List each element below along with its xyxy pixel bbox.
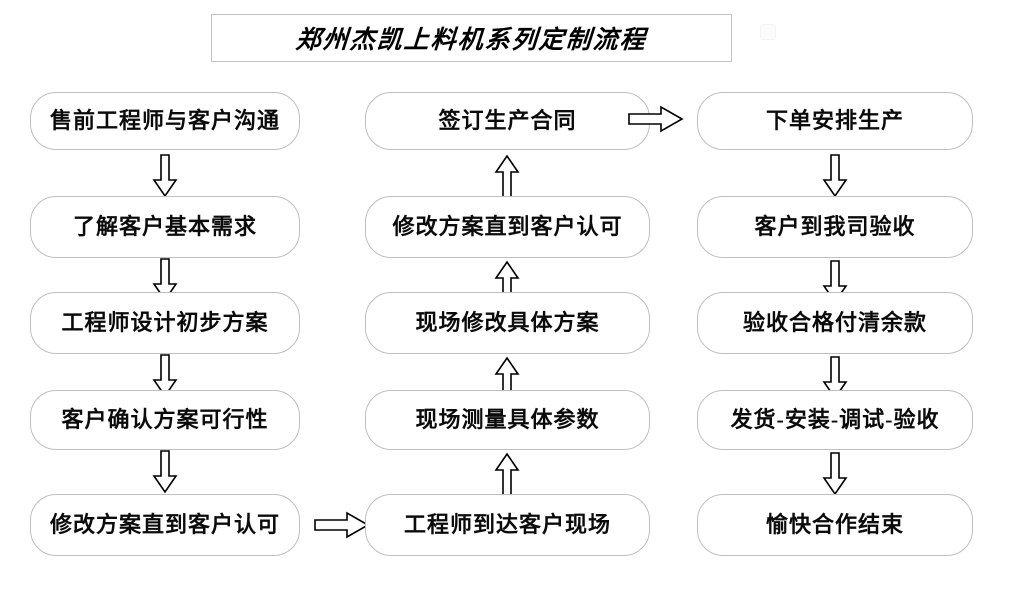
- node-c2-n2[interactable]: 修改方案直到客户认可: [365, 196, 650, 258]
- arrow-up-hollow-icon: [494, 452, 520, 496]
- node-label: 下单安排生产: [765, 108, 904, 133]
- node-c2-n5[interactable]: 工程师到达客户现场: [365, 494, 650, 556]
- node-c1-n2[interactable]: 了解客户基本需求: [30, 196, 300, 258]
- diagram-title-box: 郑州杰凯上料机系列定制流程: [211, 14, 732, 62]
- arrow-down-hollow-icon: [822, 452, 848, 496]
- node-c3-n2[interactable]: 客户到我司验收: [697, 196, 973, 258]
- node-label: 修改方案直到客户认可: [49, 512, 280, 537]
- node-label: 修改方案直到客户认可: [392, 214, 623, 239]
- arrow-down-hollow-icon: [822, 154, 848, 198]
- node-label: 签订生产合同: [438, 108, 577, 133]
- node-c2-n1[interactable]: 签订生产合同: [365, 92, 650, 150]
- node-label: 验收合格付清余款: [742, 310, 927, 335]
- node-label: 了解客户基本需求: [72, 214, 257, 239]
- arrow-right-hollow-icon: [314, 511, 370, 539]
- node-label: 客户确认方案可行性: [61, 407, 269, 432]
- node-label: 客户到我司验收: [754, 214, 916, 239]
- node-c1-n3[interactable]: 工程师设计初步方案: [30, 292, 300, 354]
- node-label: 愉快合作结束: [765, 512, 904, 537]
- arrow-up-hollow-icon: [494, 154, 520, 198]
- node-c1-n5[interactable]: 修改方案直到客户认可: [30, 494, 300, 556]
- node-label: 现场修改具体方案: [415, 310, 600, 335]
- node-c3-n4[interactable]: 发货-安装-调试-验收: [697, 390, 973, 450]
- node-label: 工程师到达客户现场: [403, 512, 611, 537]
- node-label: 工程师设计初步方案: [61, 310, 269, 335]
- arrow-down-hollow-icon: [152, 154, 178, 198]
- node-label: 售前工程师与客户沟通: [49, 108, 280, 133]
- node-c3-n5[interactable]: 愉快合作结束: [697, 494, 973, 556]
- node-c2-n3[interactable]: 现场修改具体方案: [365, 292, 650, 354]
- node-c1-n4[interactable]: 客户确认方案可行性: [30, 390, 300, 450]
- diagram-title-text: 郑州杰凯上料机系列定制流程: [294, 27, 648, 54]
- arrow-down-hollow-icon: [152, 450, 178, 494]
- node-c1-n1[interactable]: 售前工程师与客户沟通: [30, 92, 300, 150]
- node-c3-n3[interactable]: 验收合格付清余款: [697, 292, 973, 354]
- watermark-speck: [760, 24, 776, 40]
- node-label: 发货-安装-调试-验收: [730, 407, 940, 432]
- node-c2-n4[interactable]: 现场测量具体参数: [365, 390, 650, 450]
- node-c3-n1[interactable]: 下单安排生产: [697, 92, 973, 150]
- node-label: 现场测量具体参数: [415, 407, 600, 432]
